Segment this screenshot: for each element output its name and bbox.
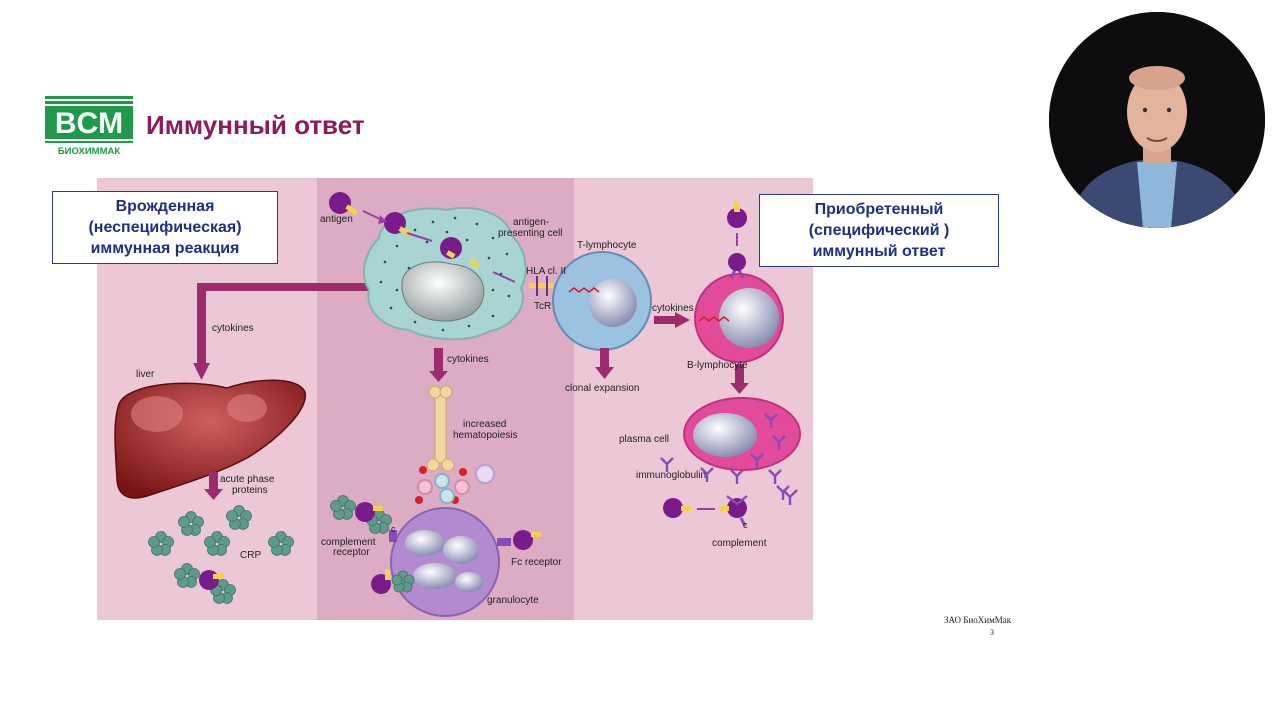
presenter-webcam xyxy=(1049,12,1265,228)
footer-company: ЗАО БиоХимМак xyxy=(944,615,1012,625)
label-cytokines-middle: cytokines xyxy=(447,354,489,365)
antigen-icon xyxy=(329,192,358,216)
label-antigen: antigen xyxy=(320,214,353,225)
label-t-lymphocyte: T-lymphocyte xyxy=(577,240,637,251)
label-clonal-expansion: clonal expansion xyxy=(565,383,640,394)
label-c-mark: c xyxy=(743,520,748,530)
label-apc-line1: antigen- xyxy=(513,217,549,228)
presenter-face xyxy=(1127,72,1187,152)
label-acute-phase-line2: proteins xyxy=(232,485,268,496)
label-complement: complement xyxy=(712,538,767,549)
b-lymphocyte-cell xyxy=(694,253,784,363)
label-c-mark: c xyxy=(391,524,396,534)
slide-title: Иммунный ответ xyxy=(146,110,365,140)
antigen-icon xyxy=(727,202,747,228)
adaptive-response-callout: Приобретенный (специфический ) иммунный … xyxy=(759,194,999,267)
plasma-cell xyxy=(683,397,801,471)
label-hla: HLA cl. II xyxy=(526,266,566,277)
label-fc-receptor: Fc receptor xyxy=(511,557,562,568)
bone-icon xyxy=(426,385,455,472)
innate-response-callout: Врожденная (неспецифическая) иммунная ре… xyxy=(52,191,278,264)
logo-letters: BCM xyxy=(55,107,123,140)
label-immunoglobulin: immunoglobulin xyxy=(636,470,706,481)
antigen-icon xyxy=(371,570,415,594)
antigen-icon xyxy=(199,570,224,590)
label-b-lymphocyte: B-lymphocyte xyxy=(687,360,748,371)
innate-response-text: Врожденная (неспецифическая) иммунная ре… xyxy=(88,198,242,257)
cytokines-arrow-middle xyxy=(429,348,448,382)
label-hematopoiesis-line2: hematopoiesis xyxy=(453,430,517,441)
blood-cells xyxy=(415,464,495,504)
arrow-antigen xyxy=(362,210,381,220)
t-lymphocyte-cell xyxy=(552,251,652,351)
clonal-expansion-arrow xyxy=(595,348,614,379)
differentiation-arrow xyxy=(730,364,749,394)
cytokines-arrow-left xyxy=(193,283,449,380)
label-apc-line2: presenting cell xyxy=(498,228,562,239)
arrow-antigen xyxy=(406,232,433,242)
label-crp: CRP xyxy=(240,550,261,561)
logo-subtitle: БИОХИММАК xyxy=(58,146,121,156)
antigen-fragment xyxy=(469,258,481,269)
label-cytokines-left: cytokines xyxy=(212,323,254,334)
label-granulocyte: granulocyte xyxy=(487,595,539,606)
crp-molecules xyxy=(148,505,294,604)
label-complement-receptor-line2: receptor xyxy=(333,547,370,558)
label-liver: liver xyxy=(136,369,155,380)
label-hematopoiesis-line1: increased xyxy=(463,419,506,430)
fc-receptor-complex xyxy=(497,530,541,550)
presenter-sweater xyxy=(1137,162,1177,228)
label-cytokines-right: cytokines xyxy=(652,303,694,314)
antibody-antigen-complex xyxy=(719,495,748,527)
arrow-head xyxy=(378,215,387,224)
immunoglobulin-icons xyxy=(660,413,798,505)
complement-receptor-cluster xyxy=(330,495,397,542)
hla-tcr-complex xyxy=(529,276,553,296)
label-plasma-cell: plasma cell xyxy=(619,434,669,445)
granulocyte-cell xyxy=(390,507,500,617)
arrow-antigen xyxy=(492,271,516,283)
page-number: 3 xyxy=(990,628,994,637)
label-acute-phase-line1: acute phase xyxy=(220,474,275,485)
liver-organ xyxy=(114,379,306,499)
antigen-presenting-cell xyxy=(363,206,527,341)
acute-phase-arrow xyxy=(204,472,223,500)
antigen-icon xyxy=(663,498,691,518)
biohimmak-logo: BCM БИОХИММАК xyxy=(45,96,135,157)
cytokines-arrow-right xyxy=(654,312,690,328)
adaptive-response-text: Приобретенный (специфический ) иммунный … xyxy=(808,201,950,260)
label-tcr: TcR xyxy=(534,301,551,312)
label-complement-receptor-line1: complement xyxy=(321,537,376,548)
